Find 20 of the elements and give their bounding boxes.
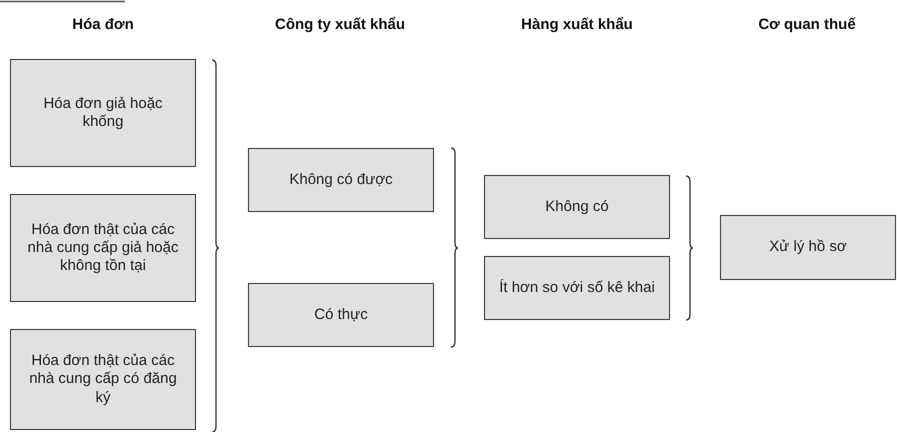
- box-text: Hóa đơn thật của các nhà cung cấp giả hoặc không tồn tại: [26, 220, 180, 276]
- column-heading: Hàng xuất khẩu: [521, 16, 633, 33]
- column-heading: Cơ quan thuế: [758, 16, 856, 33]
- process-box: [484, 175, 670, 239]
- column-heading: Hóa đơn: [72, 16, 134, 33]
- box-text: Không có: [545, 198, 609, 216]
- box-text: Hóa đơn thật của các nhà cung cấp có đăng ký: [28, 352, 178, 407]
- process-box: [10, 59, 196, 167]
- box-text: Có thực: [314, 306, 368, 324]
- process-box: [720, 215, 896, 280]
- column-heading: Công ty xuất khẩu: [275, 16, 405, 33]
- box-text: Xử lý hồ sơ: [769, 238, 847, 257]
- box-text: Không có được: [289, 170, 393, 190]
- box-text: Ít hơn so với số kê khai: [499, 278, 655, 298]
- process-box: [248, 283, 434, 347]
- process-box: [248, 148, 434, 212]
- process-box: [484, 256, 670, 320]
- process-box: [10, 194, 196, 302]
- process-box: [10, 329, 196, 430]
- box-text: Hóa đơn giả hoặc khống: [42, 94, 164, 132]
